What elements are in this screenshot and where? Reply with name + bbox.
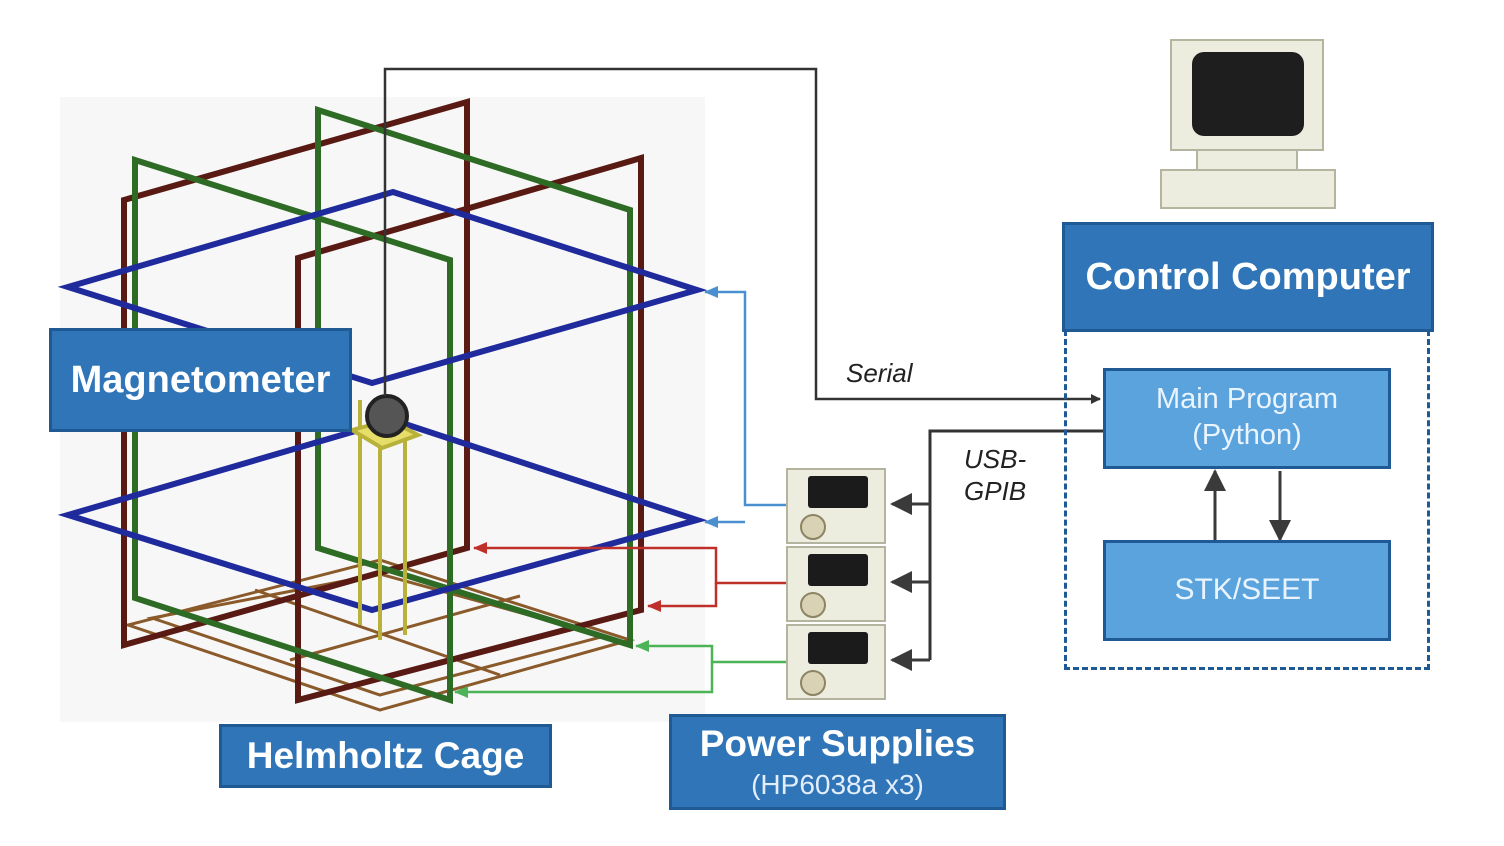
main-program-language: (Python)	[1192, 419, 1302, 451]
main-program-title: Main Program	[1155, 383, 1339, 415]
usb-gpib-bus-line	[928, 429, 1104, 660]
usb-gpib-label-line2: GPIB	[964, 476, 1027, 506]
power-supply-unit-2	[786, 546, 886, 622]
control-computer-label: Control Computer	[1062, 222, 1434, 332]
psu-display	[808, 476, 868, 508]
serial-label: Serial	[846, 358, 913, 388]
serial-connection-line	[383, 67, 1101, 404]
power-supplies-label: Power Supplies (HP6038a x3)	[669, 714, 1006, 810]
computer-monitor-icon	[1160, 39, 1336, 209]
control-computer-panel	[1064, 330, 1430, 670]
psu-knob	[800, 514, 826, 540]
psu-display	[808, 632, 868, 664]
wire-green	[454, 640, 786, 698]
magnetometer-sensor-icon	[365, 394, 409, 438]
main-program-box: Main Program (Python)	[1103, 368, 1391, 469]
power-supply-unit-1	[786, 468, 886, 544]
usb-gpib-label-line1: USB-	[964, 444, 1027, 474]
power-supplies-title: Power Supplies	[699, 723, 976, 764]
stk-seet-box: STK/SEET	[1103, 540, 1391, 641]
wire-blue	[704, 286, 786, 528]
power-supply-unit-3	[786, 624, 886, 700]
psu-knob	[800, 592, 826, 618]
power-supplies-model: (HP6038a x3)	[751, 769, 924, 800]
psu-display	[808, 554, 868, 586]
psu-knob	[800, 670, 826, 696]
magnetometer-label: Magnetometer	[49, 328, 352, 432]
wire-red	[473, 542, 786, 612]
helmholtz-cage-label: Helmholtz Cage	[219, 724, 552, 788]
